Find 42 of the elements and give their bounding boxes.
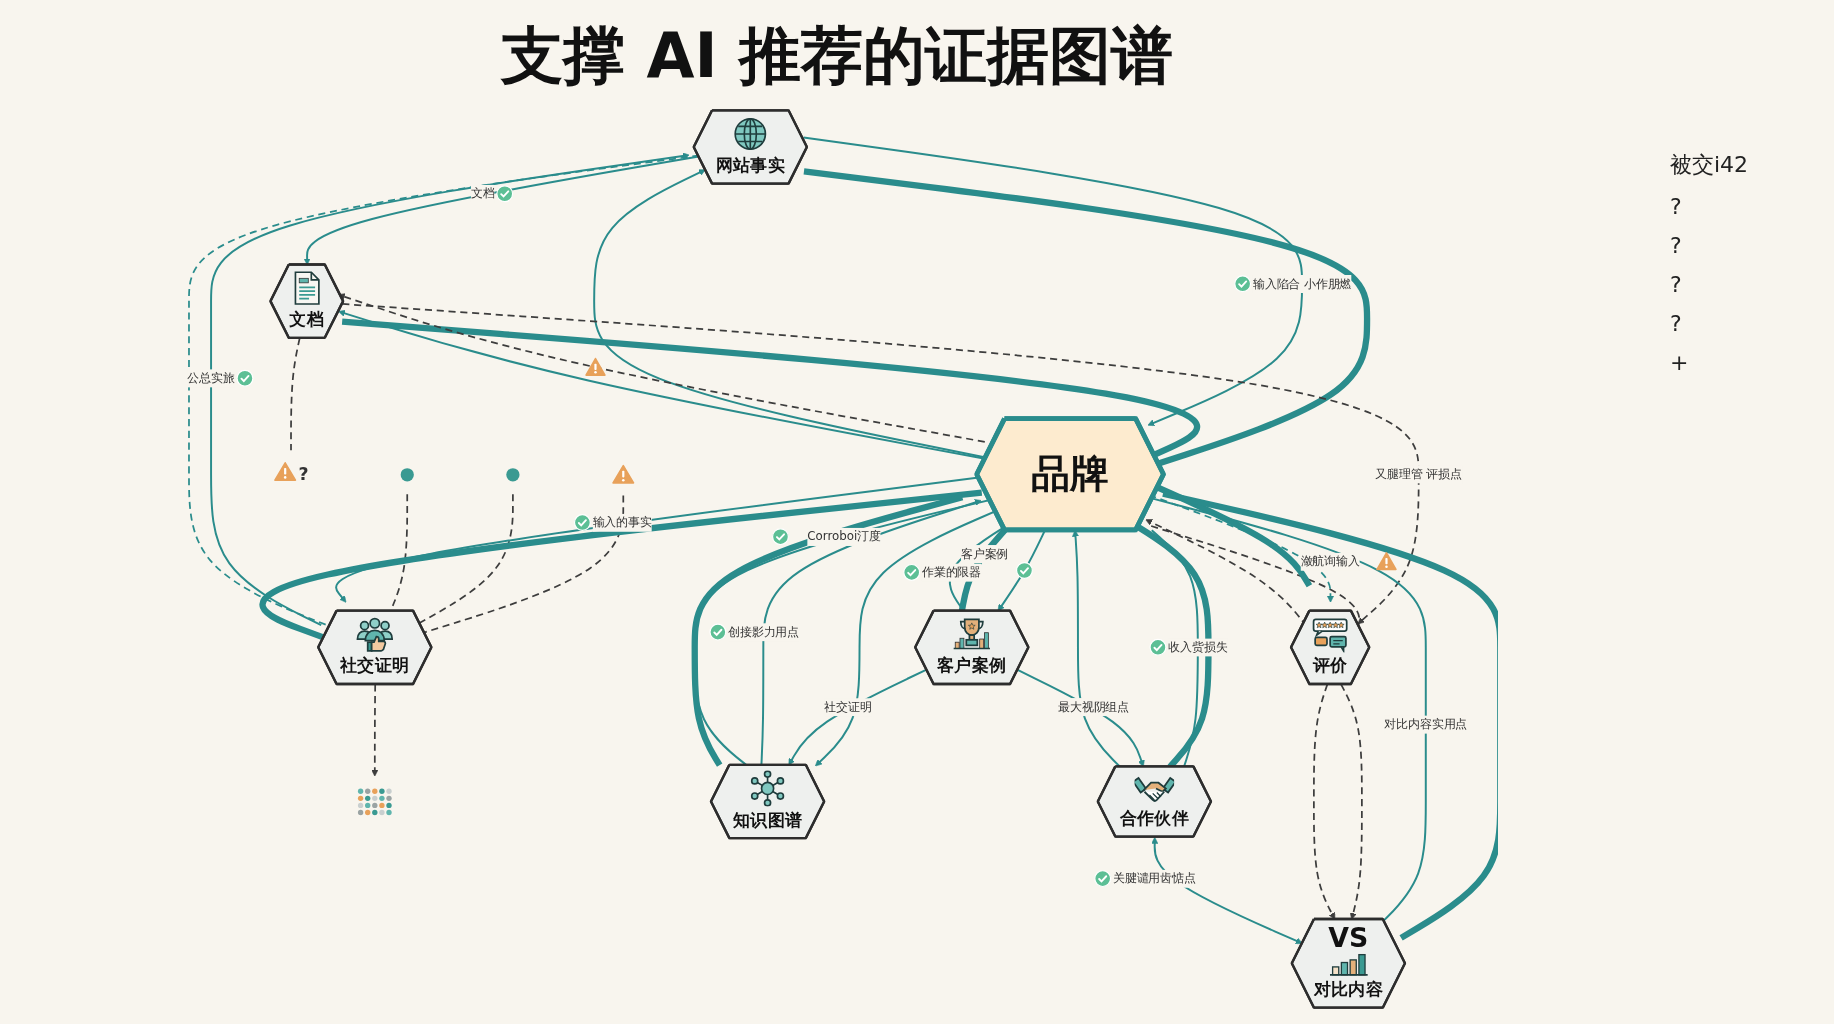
edge-label: 最大视阴组点	[1058, 699, 1130, 714]
arrow	[341, 303, 1420, 625]
node-title: 网站事实	[715, 155, 786, 175]
edge-label: 输入的事实	[592, 515, 652, 530]
brand-label: 品牌	[1029, 449, 1111, 499]
edge-label: 公总实旅	[187, 370, 235, 386]
edge-label: 作業的限器	[921, 565, 982, 580]
node-title: 合作伙伴	[1119, 808, 1190, 828]
connector	[418, 493, 514, 624]
node-title: 知识图谱	[732, 809, 803, 830]
annotation-text: ?	[1670, 194, 1682, 219]
arrow	[802, 136, 1304, 427]
node-title: 对比内容	[1313, 979, 1384, 999]
annotation-text: +	[1670, 350, 1689, 375]
annotation-text: 被交i42	[1670, 151, 1749, 179]
node-title: 社交证明	[340, 655, 410, 676]
node-title: 评价	[1312, 655, 1348, 676]
edge-label: 文档	[470, 186, 495, 201]
edge-label: 创接影力用点	[728, 624, 800, 639]
edge-label: 关腱谴用齿惦点	[1113, 871, 1196, 886]
connector	[1162, 490, 1498, 941]
node-title: 文档	[289, 309, 325, 330]
question-mark: ?	[298, 464, 309, 485]
edge-label: 收入赀损失	[1168, 640, 1228, 655]
connector	[691, 494, 964, 767]
edge-label: 输入陷合 小作朋燃	[1252, 276, 1352, 291]
vs-text: VS	[1328, 924, 1369, 954]
edge-label: 又腿理管 评损点	[1375, 466, 1462, 482]
arrow	[371, 683, 379, 777]
node-title: 客户案例	[937, 655, 1007, 676]
edge-label: 社交证明	[824, 699, 872, 714]
annotation-text: ?	[1670, 233, 1682, 258]
edge-label: 对比内容实用点	[1384, 717, 1468, 732]
diagram-title: 支撑 AI 推荐的证据图谱	[499, 18, 1175, 94]
annotation-text: ?	[1670, 311, 1682, 336]
connector	[290, 337, 301, 452]
edge-label: 潋航询输入	[1300, 554, 1360, 569]
connector	[423, 494, 625, 634]
edge-label: Corroboi汀度	[807, 529, 881, 544]
annotation-text: ?	[1670, 272, 1682, 297]
connector	[1150, 525, 1361, 639]
edge-label: 客户案例	[961, 546, 1009, 561]
